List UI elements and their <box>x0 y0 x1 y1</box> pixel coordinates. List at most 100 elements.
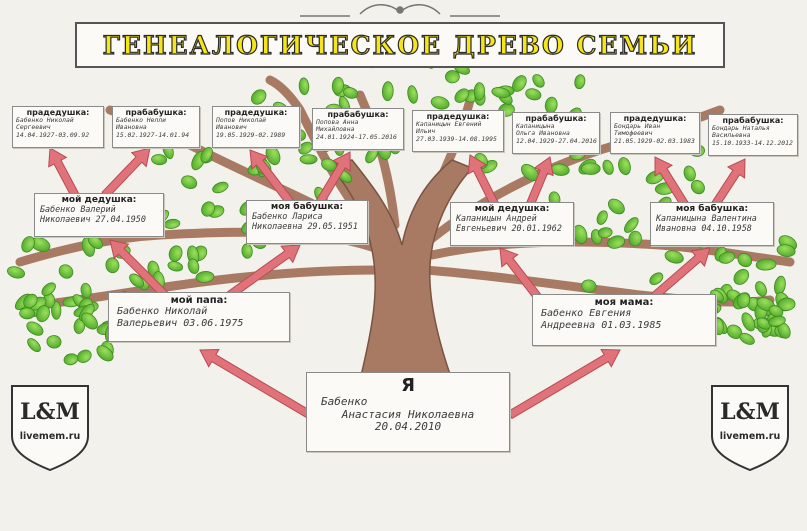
tree-leaf <box>755 281 767 297</box>
father-card: мой папа: Бабенко Николай Валерьевич 03.… <box>108 292 290 342</box>
card-line: 20.04.2010 <box>374 420 442 434</box>
tree-leaf <box>580 162 601 175</box>
tree-leaf <box>195 271 215 283</box>
tree-leaf <box>26 321 44 336</box>
card-line: Михайловна <box>316 125 355 134</box>
tree-leaf <box>36 305 50 323</box>
tree-leaf <box>512 75 527 92</box>
tree-leaf <box>624 217 639 233</box>
card-role: прабабушка: <box>525 114 587 123</box>
card-line: Валерьевич 03.06.1975 <box>117 317 244 329</box>
card-line: Бабенко Николай <box>16 116 74 124</box>
logo-frame-right <box>711 385 789 472</box>
tree-leaf <box>736 292 751 309</box>
great-grandparent-card: прабабушка: Попова Анна Михайловна 24.01… <box>312 108 404 150</box>
tree-leaf <box>212 181 229 194</box>
arrow <box>507 348 621 420</box>
card-line: Евгеньевич 20.01.1962 <box>456 222 562 233</box>
tree-leaf <box>755 258 777 271</box>
arrow <box>48 147 80 198</box>
card-line: Андреевна 01.03.1985 <box>541 319 662 331</box>
tree-leaf <box>167 261 184 272</box>
logo-frame-left <box>11 385 89 472</box>
tree-leaf <box>525 88 542 101</box>
card-line: Бабенко Нелли <box>116 116 167 124</box>
great-grandparent-card: прабабушка: Капаницына Ольга Ивановна 12… <box>512 112 600 154</box>
tree-leaf <box>105 257 120 274</box>
card-line: Сергеевич <box>16 123 51 132</box>
tree-leaf <box>19 307 35 320</box>
top-ornament <box>300 4 500 17</box>
card-line: Бондарь Наталья <box>712 124 770 132</box>
tree-leaf <box>298 77 310 96</box>
tree-leaf <box>683 165 696 182</box>
great-grandparent-card: прадедушка: Бабенко Николай Сергеевич 14… <box>12 106 104 148</box>
card-role: моя бабушка: <box>270 202 344 212</box>
tree-leaf <box>618 157 631 176</box>
tree-leaf <box>491 87 511 99</box>
tree-leaf <box>76 349 92 363</box>
tree-leaf <box>201 201 216 217</box>
card-role: прабабушка: <box>722 116 784 125</box>
tree-leaf <box>649 272 664 285</box>
card-line: Ивановна 04.10.1958 <box>656 222 752 233</box>
card-role: мой дедушка: <box>474 204 550 214</box>
grandparent-card: мой дедушка: Бабенко Валерий Николаевич … <box>34 193 164 237</box>
tree-leaf <box>574 74 586 90</box>
card-role: Я <box>401 375 415 396</box>
grandparent-card: мой дедушка: Капаницын Андрей Евгеньевич… <box>450 202 574 246</box>
arrow <box>101 147 151 199</box>
tree-leaf <box>331 76 344 95</box>
card-line: Бондарь Иван <box>614 122 661 130</box>
tree-leaf <box>581 279 597 293</box>
tree-leaf <box>596 210 608 225</box>
card-line: Попов Николай <box>216 116 267 124</box>
tree-leaf <box>41 282 56 296</box>
card-line: Ивановна <box>116 123 147 132</box>
tree-leaf <box>181 175 198 190</box>
tree-leaf <box>21 236 35 253</box>
card-role: прадедушка: <box>224 108 288 117</box>
card-role: мой дедушка: <box>61 195 137 205</box>
tree-leaf <box>741 312 756 332</box>
great-grandparent-card: прадедушка: Капаницын Евгений Ильич 27.0… <box>412 110 504 152</box>
card-role: прадедушка: <box>426 112 490 121</box>
tree-leaf <box>607 235 626 249</box>
grandparent-card: моя бабушка: Капаницына Валентина Иванов… <box>650 202 774 246</box>
arrow <box>199 348 313 420</box>
tree-leaf <box>473 82 486 101</box>
tree-leaf <box>430 96 450 110</box>
tree-leaf <box>777 297 796 311</box>
tree-leaf <box>573 224 588 245</box>
arrow <box>227 244 301 300</box>
tree-leaf <box>96 345 114 362</box>
tree-leaf <box>163 218 181 229</box>
tree-leaf <box>690 179 705 195</box>
tree-leaf <box>381 81 394 102</box>
arrow <box>654 156 690 208</box>
card-role: прадедушка: <box>26 108 90 117</box>
great-grandparent-card: прабабушка: Бабенко Нелли Ивановна 15.02… <box>112 106 200 148</box>
card-role: прабабушка: <box>125 108 187 117</box>
tree-leaf <box>454 88 470 103</box>
card-line: Николаевич 27.04.1950 <box>40 213 146 224</box>
logo-site: livemem.ru <box>19 431 81 442</box>
arrow <box>525 156 554 208</box>
arrow <box>315 151 351 205</box>
card-role: мой папа: <box>170 295 228 306</box>
tree-leaf <box>768 315 786 327</box>
card-line: Ольга Ивановна <box>516 129 570 138</box>
tree-leaf <box>776 244 796 257</box>
card-line: Капаницын Андрей <box>456 213 537 223</box>
livemem-logo-right: L&M livemem.ru <box>711 387 789 469</box>
tree-leaf <box>299 154 318 165</box>
tree-leaf <box>7 266 25 279</box>
livemem-logo-left: L&M livemem.ru <box>11 387 89 469</box>
arrow <box>249 149 294 206</box>
arrow <box>109 239 169 299</box>
card-line: Васильевна <box>712 131 751 140</box>
tree-leaf <box>607 198 625 215</box>
connection-arrows <box>48 147 746 420</box>
tree-leaf <box>81 312 98 330</box>
tree-leaf <box>602 159 614 175</box>
